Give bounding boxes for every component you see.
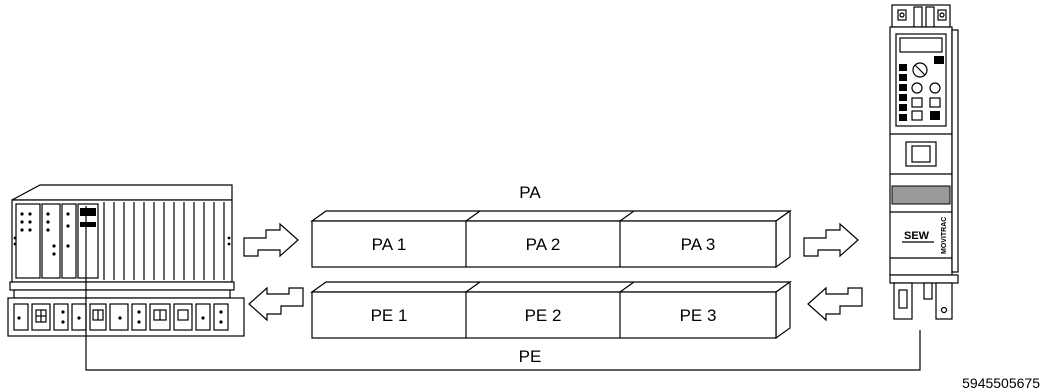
pa3-label: PA 3 — [681, 235, 716, 254]
fieldbus-line — [85, 330, 921, 371]
pe2-label: PE 2 — [525, 306, 562, 325]
right-arrow-icon — [803, 222, 859, 258]
output-data-block: PA 1 PA 2 PA 3 — [310, 209, 792, 269]
right-arrow-icon — [243, 222, 299, 258]
pa2-label: PA 2 — [526, 235, 561, 254]
sew-logo: SEW — [904, 230, 930, 242]
left-arrow-icon — [248, 286, 304, 322]
left-arrow-icon — [807, 286, 863, 322]
pa1-label: PA 1 — [372, 235, 407, 254]
figure-id: 5945505675 — [962, 375, 1040, 391]
pe-label: PE — [519, 347, 542, 366]
plc-controller-icon — [7, 184, 245, 337]
pe1-label: PE 1 — [371, 306, 408, 325]
frequency-inverter-icon: SEW MOVITRAC — [889, 4, 959, 320]
input-data-block: PE 1 PE 2 PE 3 — [310, 280, 792, 340]
movitrac-label: MOVITRAC — [941, 217, 948, 254]
pe3-label: PE 3 — [680, 306, 717, 325]
pa-label: PA — [519, 183, 541, 202]
